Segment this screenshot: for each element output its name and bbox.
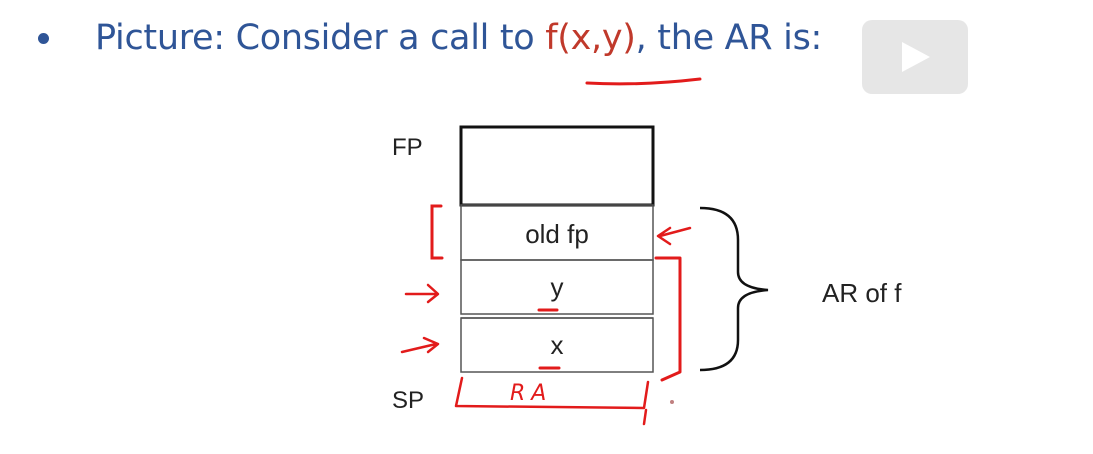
arrow-to-oldfp [656,226,692,246]
arrow-to-x [400,336,440,354]
fp-label: FP [392,134,423,161]
cell-text-y: y [550,272,564,302]
ar-of-f-label: AR of f [822,278,902,308]
ink-dot [670,400,674,404]
cell-text-x: x [550,330,564,360]
ra-bracket-tick [642,408,648,426]
sp-label: SP [392,387,425,414]
red-left-bracket [430,204,444,260]
call-underline [585,77,702,86]
arrow-to-y [404,283,440,304]
cell-text-oldfp: old fp [525,219,589,249]
heading-prefix: Picture: Consider a call to [95,18,546,58]
ra-annotation: RA [510,381,553,406]
stack-cell-top [459,125,655,207]
heading-call: f(x,y) [545,18,636,58]
stack-cell-y [460,259,654,315]
slide-heading: Picture: Consider a call to f(x,y), the … [95,18,822,58]
play-button[interactable] [862,20,968,94]
play-icon [902,42,930,72]
red-right-bracket [654,256,682,382]
ar-brace [699,206,769,372]
bullet-icon [38,32,49,44]
stack-cell-x [460,317,654,373]
heading-suffix: , the AR is: [635,18,823,58]
ra-bracket [454,376,650,410]
title-row: Picture: Consider a call to f(x,y), the … [38,18,822,58]
